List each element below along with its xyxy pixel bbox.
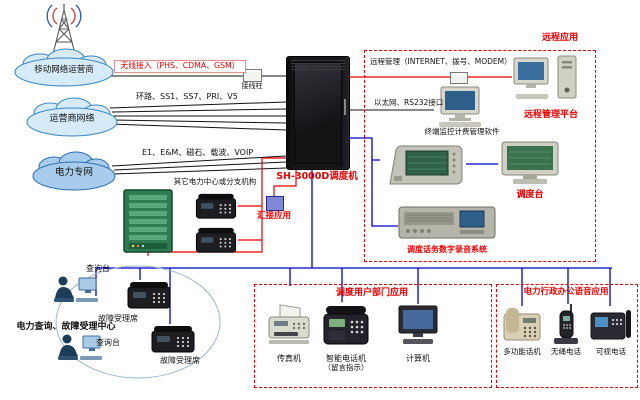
rack-vents [291,60,345,70]
desktop-computer-icon [394,304,442,350]
trunk-lines-label: 环路、SS1、SS7、PRI、V5 [136,92,238,101]
remote-mgmt-label: 远程管理（INTERNET、拨号、MODEM） [370,57,512,66]
carrier-network-cloud [24,96,120,138]
terminal-post-label: 接线柱 [241,82,263,90]
analog-lines-label: E1、E&M、磁石、载波、VOIP [142,148,254,157]
mobile-operator-cloud [12,48,116,88]
query-cluster-ellipse [55,265,221,379]
wireless-access-label: 无线接入（PHS、CDMA、GSM） [114,60,246,73]
billing-computer-icon [434,86,486,128]
carrier-network-label: 运营商网络 [49,114,95,124]
fax-machine-icon [266,304,312,350]
dept-area-title: 调度用户部门应用 [335,288,408,298]
fault-seat-label: 故障受理席 [160,356,200,365]
computer-label: 计算机 [406,354,430,363]
query-operator-icon [56,330,104,366]
branch-phone-icon [194,226,238,254]
multi-function-phone-icon [502,306,542,346]
mobile-operator-label: 移动网络运营商 [34,65,94,75]
office-area-box [496,284,638,388]
fault-seat-label: 故障受理席 [98,314,138,323]
fault-phone-icon [150,324,196,354]
dept-area-box [254,284,492,388]
fault-phone-icon [126,280,172,310]
dispatch-console-label: 调度台 [516,190,544,200]
other-center-label: 其它电力中心或分支机构 [173,177,257,186]
cordless-phone-icon [552,304,580,346]
ethernet-label: 以太网、RS232接口 [374,98,444,107]
voice-recorder-label: 调度话务数字录音系统 [407,245,487,254]
rack-door [294,62,342,164]
blue-links [95,137,612,324]
power-network-label: 电力专网 [54,167,93,178]
billing-software-label: 终端监控计费管理软件 [424,127,500,136]
remote-app-label: 远程应用 [541,33,578,43]
pbx-cabinet-icon [120,188,176,256]
tandem-node-icon [266,196,284,211]
smart-phone-label: 智能电话机 [326,354,366,363]
query-operator-icon [52,272,100,308]
remote-area-box [364,50,596,262]
black-trunk-lines [109,75,434,175]
smart-phone-sublabel: （留言指示） [323,363,369,372]
query-center-label: 电力查询、故障受理中心 [16,322,116,332]
dispatch-console-monitor-icon [498,140,562,188]
tandem-app-label: 汇接应用 [256,211,291,221]
dispatch-rack-label: SH-3000D调度机 [276,171,358,182]
multi-function-phone-label: 多功能话机 [503,347,541,356]
cordless-phone-label: 无绳电话 [551,347,581,356]
smart-phone-icon [322,302,370,350]
rack-handle [344,99,346,115]
branch-phone-icon [194,192,238,220]
office-area-title: 电力行政办公语音应用 [523,287,609,297]
voice-recorder-icon [398,204,496,242]
query-console-label: 查询台 [96,338,120,347]
query-console-label: 查询台 [86,264,110,273]
dispatch-console-icon [380,142,466,190]
terminal-post-icon [243,69,262,82]
fax-label: 传真机 [277,354,301,363]
remote-platform-label: 远程管理平台 [523,110,578,120]
modem-icon [450,72,468,84]
dispatch-switch-rack [286,56,350,170]
video-phone-icon [590,306,632,344]
video-phone-label: 可视电话 [596,347,626,356]
remote-platform-workstation-icon [512,50,590,108]
power-network-cloud [30,150,118,192]
